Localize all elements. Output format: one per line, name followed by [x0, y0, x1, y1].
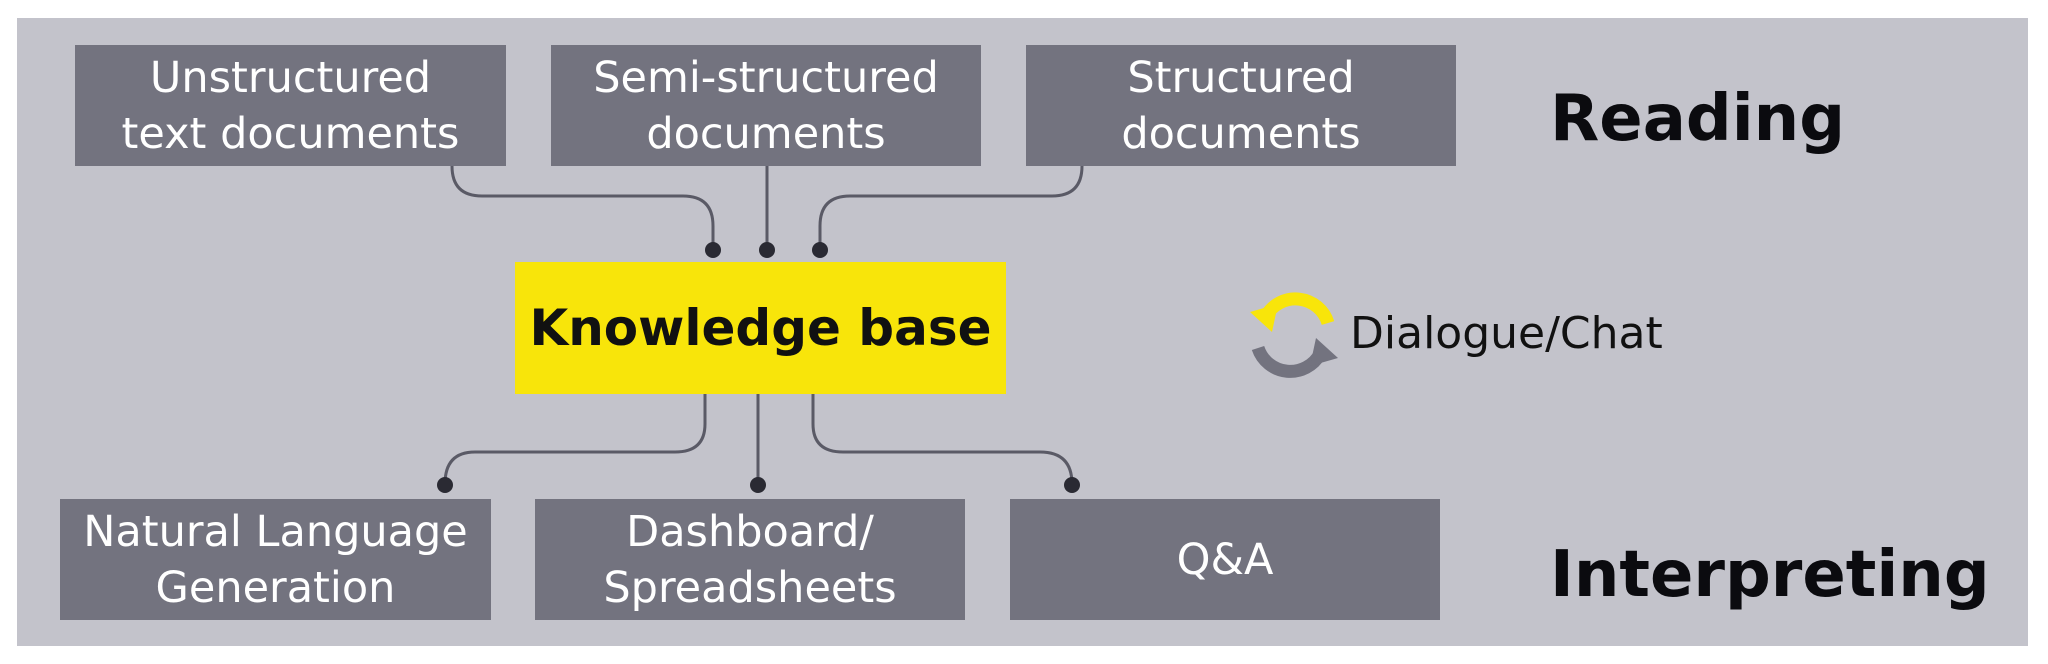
output-box-qa: Q&A: [1010, 499, 1440, 620]
section-label-interpreting: Interpreting: [1550, 538, 1990, 612]
output-label: Q&A: [1176, 534, 1274, 585]
input-box-semistructured: Semi-structured documents: [551, 45, 981, 166]
connector-structured: [818, 165, 1084, 250]
connector-dot: [705, 242, 721, 258]
connector-qa: [811, 394, 1074, 485]
refresh-cycle-icon: [1250, 292, 1338, 378]
input-label: Unstructured text documents: [121, 52, 460, 159]
connector-unstructured: [450, 165, 715, 250]
section-label-reading: Reading: [1550, 82, 1845, 156]
input-label: Structured documents: [1121, 52, 1361, 159]
connector-dot: [1064, 477, 1080, 493]
output-box-nlg: Natural Language Generation: [60, 499, 491, 620]
dialogue-label: Dialogue/Chat: [1350, 308, 1663, 359]
connector-nlg: [443, 394, 707, 485]
input-label: Semi-structured documents: [593, 52, 939, 159]
knowledge-base-label: Knowledge base: [529, 299, 992, 357]
input-box-structured: Structured documents: [1026, 45, 1456, 166]
connector-dot: [812, 242, 828, 258]
output-box-dashboard: Dashboard/ Spreadsheets: [535, 499, 965, 620]
connector-dot: [759, 242, 775, 258]
connector-dot: [437, 477, 453, 493]
knowledge-base-box: Knowledge base: [515, 262, 1006, 394]
connector-dot: [750, 477, 766, 493]
dialogue-group: Dialogue/Chat: [1248, 290, 1668, 380]
output-label: Dashboard/ Spreadsheets: [603, 506, 897, 613]
input-box-unstructured: Unstructured text documents: [75, 45, 506, 166]
output-label: Natural Language Generation: [83, 506, 468, 613]
